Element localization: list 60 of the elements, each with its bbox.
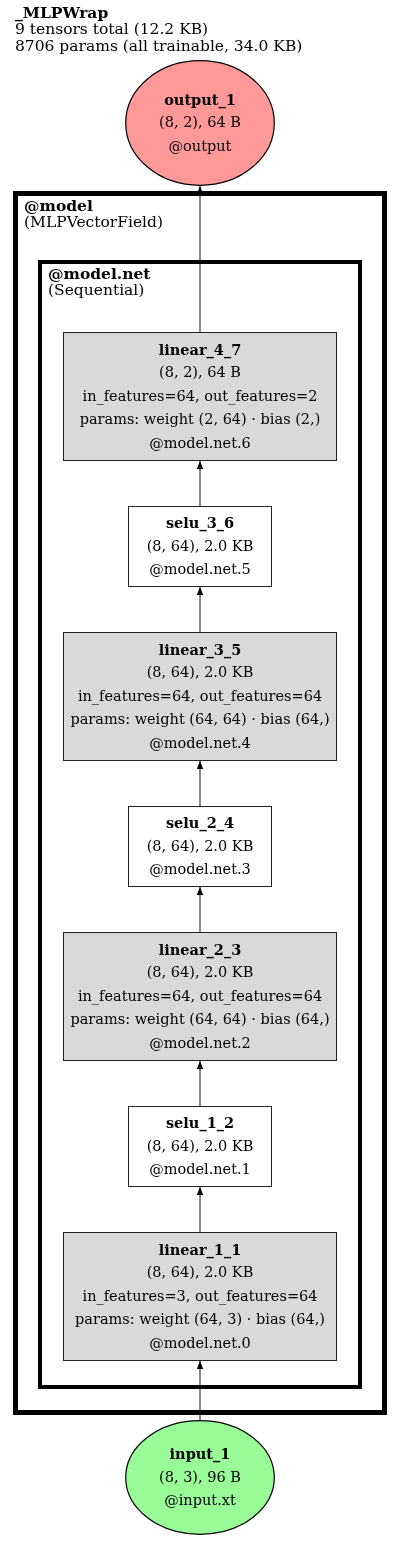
tensor-size: (8, 3), 96 B — [159, 1467, 241, 1487]
summary-text: 9 tensors total (12.2 KB) — [15, 21, 209, 38]
activation-box — [128, 506, 272, 587]
layer-detail: in_features=64, out_features=64 — [77, 986, 323, 1007]
module-path: @model.net.6 — [149, 433, 251, 453]
node-title: output_1 — [164, 89, 236, 111]
arrow — [196, 185, 204, 333]
layer-detail: params: weight (64, 64) · bias (64,) — [70, 1010, 330, 1030]
module-path: @model.net.1 — [149, 1160, 251, 1180]
layer-box — [63, 1232, 337, 1361]
module-path: @model.net.5 — [149, 560, 251, 580]
arrow — [196, 760, 204, 807]
arrow — [196, 886, 204, 933]
tensor-size: (8, 64), 2.0 KB — [146, 536, 254, 556]
group-frame — [38, 260, 362, 1389]
module-path: @model.net.4 — [149, 733, 251, 753]
node-title: linear_2_3 — [158, 939, 242, 961]
arrow — [196, 1186, 204, 1233]
layer-detail: in_features=64, out_features=64 — [77, 686, 323, 707]
group-type: (Sequential) — [48, 282, 145, 299]
node-title: selu_3_6 — [165, 513, 235, 534]
activation-box — [128, 806, 272, 887]
module-path: @model.net.2 — [149, 1033, 251, 1053]
layer-detail: params: weight (2, 64) · bias (2,) — [79, 410, 321, 430]
output-tensor-node — [125, 60, 275, 186]
layer-detail: in_features=3, out_features=64 — [82, 1286, 318, 1307]
tensor-size: (8, 64), 2.0 KB — [146, 836, 254, 856]
layer-box — [63, 632, 337, 761]
node-title: linear_4_7 — [158, 339, 242, 361]
group-type: (MLPVectorField) — [24, 214, 164, 231]
node-title: input_1 — [169, 1444, 231, 1465]
arrow — [196, 586, 204, 633]
group-frame — [13, 191, 387, 1415]
activation-box — [128, 1106, 272, 1187]
tensor-size: (8, 64), 2.0 KB — [146, 663, 254, 683]
layer-box — [63, 332, 337, 461]
node-title: selu_1_2 — [165, 1113, 235, 1134]
arrow — [196, 1060, 204, 1107]
arrow — [196, 460, 204, 507]
tensor-size: (8, 64), 2.0 KB — [146, 1263, 254, 1283]
layer-detail: params: weight (64, 3) · bias (64,) — [75, 1310, 325, 1330]
arrow — [196, 1360, 204, 1421]
layer-detail: in_features=64, out_features=2 — [82, 386, 318, 407]
layer-detail: params: weight (64, 64) · bias (64,) — [70, 710, 330, 730]
module-path: @model.net.0 — [149, 1333, 251, 1353]
node-title: linear_1_1 — [158, 1239, 242, 1261]
tensor-size: (8, 2), 64 B — [159, 113, 241, 133]
node-title: linear_3_5 — [158, 639, 242, 661]
group-title: @model.net — [48, 265, 151, 282]
tensor-size: (8, 64), 2.0 KB — [146, 963, 254, 983]
node-title: selu_2_4 — [165, 813, 235, 834]
module-path: @input.xt — [164, 1491, 236, 1511]
group-title: @model — [24, 197, 93, 214]
diagram-title: _MLPWrap — [15, 4, 109, 21]
module-path: @output — [168, 136, 232, 156]
module-path: @model.net.3 — [149, 860, 251, 880]
tensor-size: (8, 64), 2.0 KB — [146, 1136, 254, 1156]
tensor-size: (8, 2), 64 B — [159, 363, 241, 383]
input-tensor-node — [125, 1420, 275, 1535]
layer-box — [63, 932, 337, 1061]
